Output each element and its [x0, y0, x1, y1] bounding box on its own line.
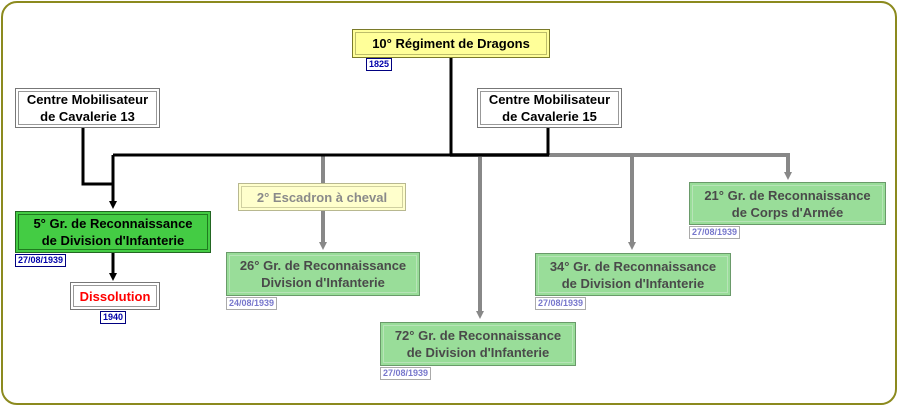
- node-gr5: 5° Gr. de Reconnaissance de Division d'I…: [15, 211, 211, 253]
- date-gr72: 27/08/1939: [380, 367, 432, 380]
- node-cmc15: Centre Mobilisateur de Cavalerie 15: [477, 88, 622, 128]
- node-gr72: 72° Gr. de Reconnaissance de Division d'…: [380, 322, 576, 366]
- date-gr26: 24/08/1939: [226, 297, 278, 310]
- date-root: 1825: [366, 58, 393, 71]
- node-dissolution: Dissolution: [70, 282, 160, 310]
- date-gr5: 27/08/1939: [15, 254, 67, 267]
- date-gr21: 27/08/1939: [689, 226, 741, 239]
- node-gr34: 34° Gr. de Reconnaissance de Division d'…: [535, 253, 731, 296]
- node-escadron: 2° Escadron à cheval: [238, 183, 406, 211]
- node-gr26: 26° Gr. de Reconnaissance Division d'Inf…: [226, 252, 420, 296]
- node-gr21: 21° Gr. de Reconnaissance de Corps d'Arm…: [689, 182, 886, 225]
- node-root: 10° Régiment de Dragons: [352, 29, 550, 58]
- date-gr34: 27/08/1939: [535, 297, 587, 310]
- line-cmc13-to-gr5: [81, 128, 113, 186]
- black-lineage: [81, 57, 550, 281]
- node-cmc13: Centre Mobilisateur de Cavalerie 13: [15, 88, 160, 128]
- date-dissolution: 1940: [100, 311, 127, 324]
